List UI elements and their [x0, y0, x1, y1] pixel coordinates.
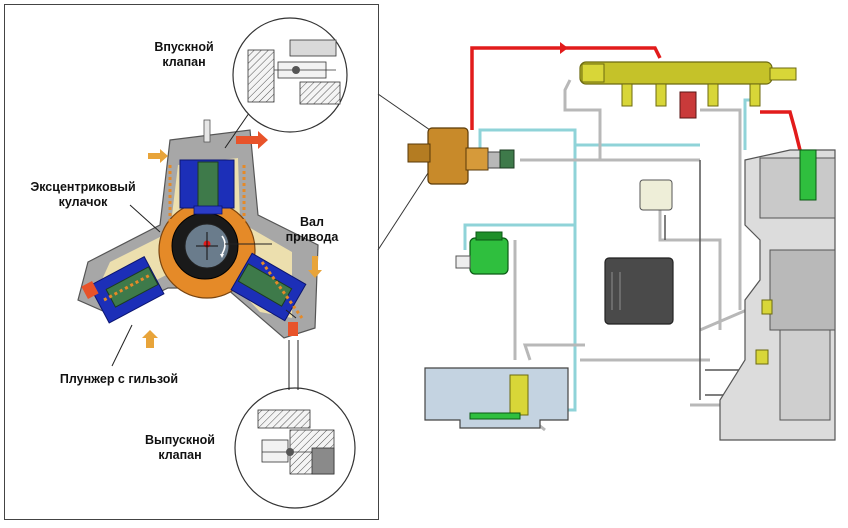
- ecu: [604, 257, 674, 325]
- engine-injector: [799, 149, 817, 201]
- outlet-valve-label: Выпускной клапан: [145, 433, 215, 462]
- rail-injectors: [621, 83, 761, 107]
- sensor-module: [639, 179, 673, 211]
- fuel-system-schematic: [407, 42, 836, 441]
- inlet-arrow-right: [308, 256, 322, 278]
- inlet-valve-magnifier: [232, 17, 348, 133]
- inlet-arrow-top: [148, 149, 168, 163]
- eccentric-cam-label: Эксцентриковый кулачок: [30, 180, 136, 209]
- fuel-rail: [579, 61, 773, 85]
- return-lines: [463, 98, 760, 412]
- high-pressure-injector-line: [760, 110, 802, 151]
- plunger-label: Плунжер с гильзой: [59, 372, 179, 386]
- pressure-control-valve: [679, 91, 697, 119]
- fuel-tank: [424, 367, 569, 429]
- outlet-valve-magnifier: [234, 387, 356, 509]
- outlet-left: [81, 281, 99, 299]
- grey-lines: [513, 79, 771, 432]
- outlet-arrow-top: [236, 131, 268, 149]
- outlet-right: [288, 322, 298, 336]
- engine-block: [719, 149, 836, 441]
- inlet-arrow-left: [142, 330, 158, 348]
- high-pressure-pump: [407, 127, 515, 185]
- plunger-left: [105, 266, 159, 308]
- drive-shaft-label: Вал привода: [285, 215, 339, 244]
- fuel-filter: [455, 231, 509, 275]
- detail-connector-lines: [377, 93, 431, 251]
- pump-cross-section: [77, 119, 322, 348]
- inlet-valve-label: Впускной клапан: [154, 40, 214, 69]
- plunger-top: [197, 161, 219, 209]
